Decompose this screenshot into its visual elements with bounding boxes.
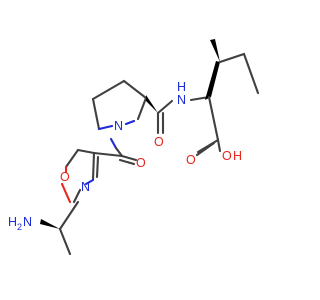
bond — [156, 99, 174, 115]
bond — [207, 95, 220, 142]
bond — [58, 227, 72, 256]
bond — [95, 155, 100, 179]
bond — [109, 137, 118, 150]
bond — [58, 206, 76, 231]
bond — [92, 151, 124, 158]
bond — [136, 96, 148, 121]
carboxylic-acid — [195, 95, 222, 157]
amine-group-label: H 2 N — [8, 215, 32, 232]
side-chain — [218, 52, 260, 95]
bond — [84, 178, 95, 186]
aminoethyl — [58, 206, 76, 256]
oxazole-oxygen-label: O — [60, 170, 70, 184]
bond — [242, 52, 260, 95]
stereo-wedge — [210, 39, 220, 62]
bond — [72, 200, 80, 210]
acyl-oxygen-label: O — [136, 156, 146, 170]
bond — [97, 124, 114, 131]
bond — [91, 151, 96, 182]
amine-hydrogen-label: H — [8, 215, 17, 229]
bond — [72, 188, 82, 204]
stereo-wedge — [40, 219, 60, 229]
bond — [218, 52, 246, 64]
amine-hydrogen-count: 2 — [17, 222, 22, 232]
hydroxyl-oxygen-label: O — [222, 149, 232, 163]
bond — [76, 148, 96, 155]
molecule-structure: N H O N O N O H 2 N O H O — [8, 39, 260, 256]
amide-nitrogen-label: N — [177, 93, 186, 107]
bond — [120, 154, 138, 162]
bond — [122, 79, 148, 100]
bond — [195, 141, 216, 157]
bond — [60, 182, 72, 204]
amide-oxygen-label: O — [154, 135, 164, 149]
bond — [216, 138, 222, 153]
bond — [124, 119, 136, 126]
carboxyl-oxygen-label: O — [186, 153, 196, 167]
bond — [118, 158, 136, 166]
pyrrolidine-ring — [91, 79, 148, 131]
acyl-linker — [92, 137, 138, 166]
stereo-wedge — [205, 61, 220, 100]
bond — [64, 148, 80, 169]
amide-hydrogen-label: H — [177, 80, 186, 94]
oxazole-ring — [60, 148, 100, 210]
pyrrolidine-nitrogen-label: N — [114, 119, 123, 133]
hydroxyl-label: O H — [222, 149, 242, 163]
amine-nitrogen-label: N — [23, 215, 32, 229]
stereo-wedge — [146, 95, 158, 113]
amide-carbonyl — [156, 99, 174, 135]
bond — [91, 79, 126, 101]
oxazole-nitrogen-label: N — [81, 180, 90, 194]
bond — [91, 97, 101, 131]
bond — [114, 146, 124, 158]
hydroxyl-hydrogen-label: H — [233, 149, 242, 163]
